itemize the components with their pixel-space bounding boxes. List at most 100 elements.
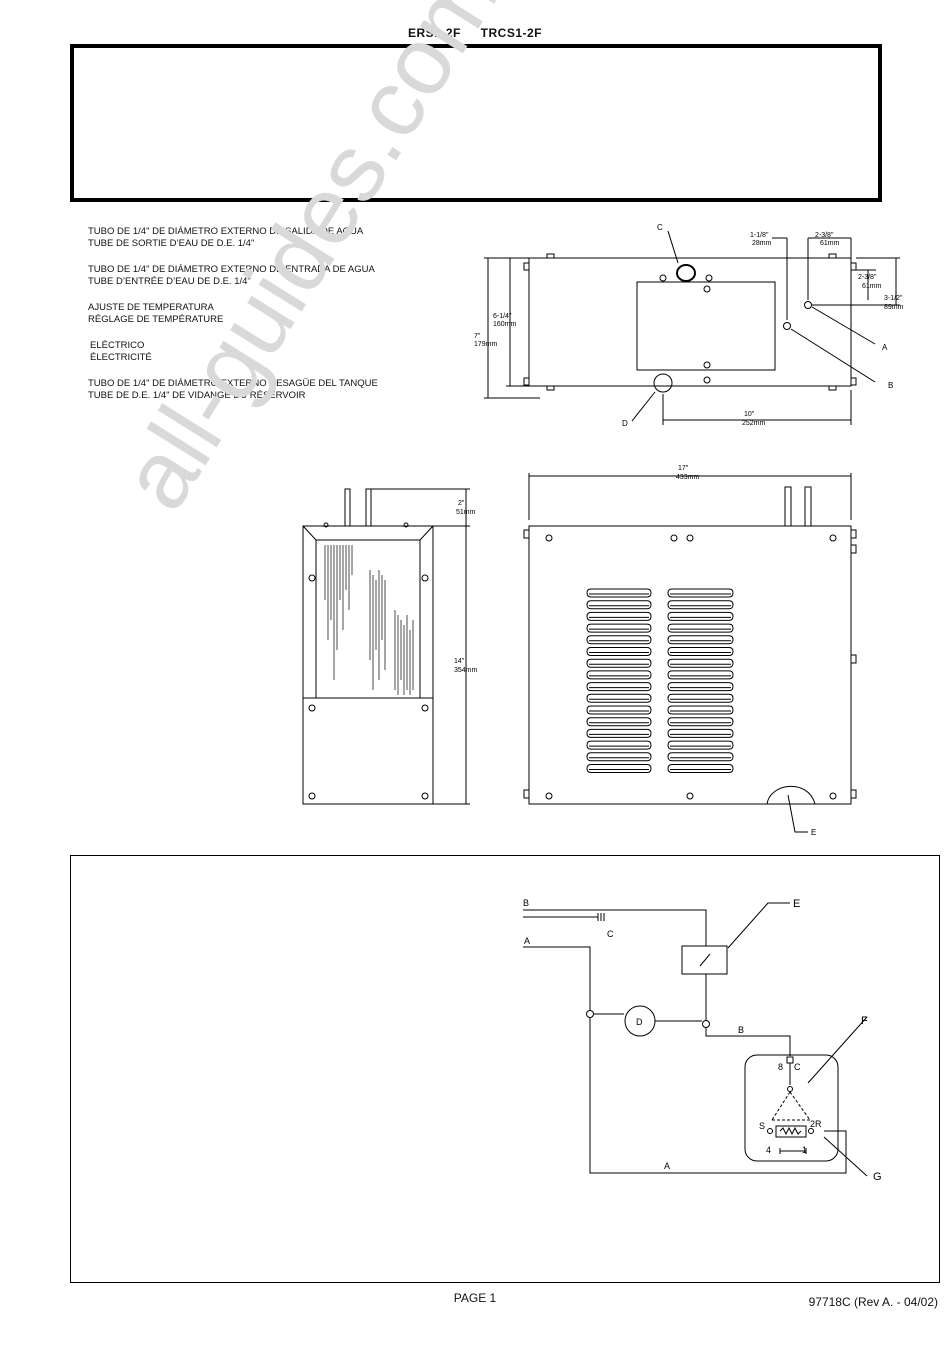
document-number: 97718C (Rev A. - 04/02) xyxy=(808,1295,938,1309)
legend-item-inlet: TUBO DE 1/4" DE DIÁMETRO EXTERNO DE ENTR… xyxy=(88,264,418,288)
louver-slat xyxy=(667,693,734,703)
legend-es: ELÉCTRICO xyxy=(90,340,145,351)
legend-item-drain: TUBO DE 1/4" DE DIÁMETRO EXTERNO DESAGÜE… xyxy=(88,378,418,402)
louver-slat xyxy=(667,647,734,656)
outlet-c-icon xyxy=(676,264,696,282)
louver-slat xyxy=(586,728,652,738)
label-d: D xyxy=(622,419,628,428)
dim-10: 10" xyxy=(744,411,755,418)
wire-label-b: B xyxy=(523,898,529,908)
louver-slat xyxy=(586,764,652,773)
label-f: F xyxy=(861,1015,868,1027)
dim-14: 14" xyxy=(454,658,465,665)
dim-1-1-8: 1-1/8" xyxy=(750,232,769,239)
label-c: C xyxy=(657,223,663,232)
louver-slat xyxy=(586,588,652,598)
label-g: G xyxy=(873,1171,882,1183)
louver-vents xyxy=(586,588,734,773)
dim-2-3-8-b: 2-3/8" xyxy=(858,274,877,281)
wire-label-a: A xyxy=(524,936,530,946)
terminal-8: 8 xyxy=(778,1062,783,1072)
louver-slat xyxy=(586,658,652,668)
dim-6-1-4: 6-1/4" xyxy=(493,313,512,320)
louver-slat xyxy=(667,705,734,715)
top-view-cabinet xyxy=(528,257,852,387)
legend-item-outlet: TUBO DE 1/4" DE DIÁMETRO EXTERNO DE SALI… xyxy=(88,226,418,250)
legend-es: TUBO DE 1/4" DE DIÁMETRO EXTERNO DESAGÜE… xyxy=(88,378,378,389)
louver-slat xyxy=(667,611,734,621)
dim-2: 2" xyxy=(458,500,465,507)
dim-354mm: 354mm xyxy=(454,667,478,674)
louver-slat xyxy=(586,740,652,750)
louver-slat xyxy=(667,764,734,773)
screw-icons xyxy=(659,274,713,384)
dim-160mm: 160mm xyxy=(493,321,517,328)
louver-slat xyxy=(667,623,734,633)
label-e: E xyxy=(793,898,800,910)
label-b: B xyxy=(888,381,893,390)
wiring-box xyxy=(70,855,940,1283)
dim-28mm: 28mm xyxy=(752,240,772,247)
terminal-1: 1 xyxy=(802,1145,807,1155)
louver-slat xyxy=(586,611,652,621)
switch-e xyxy=(681,945,728,975)
e-cover xyxy=(766,785,816,805)
label-d-motor: D xyxy=(636,1017,643,1027)
model-header: ERS1-2F TRCS1-2F xyxy=(0,26,950,40)
terminal-s: S xyxy=(759,1121,765,1131)
dim-3-1-2: 3-1/2" xyxy=(884,295,903,302)
wire-label-b2: B xyxy=(738,1025,744,1035)
louver-slat xyxy=(586,600,652,610)
louver-slat xyxy=(667,717,734,727)
parts-legend: TUBO DE 1/4" DE DIÁMETRO EXTERNO DE SALI… xyxy=(88,226,418,416)
front-screws xyxy=(545,534,837,800)
fitting-b-icon xyxy=(783,322,791,330)
louver-slat xyxy=(586,682,652,692)
dim-61mm-b: 61mm xyxy=(862,283,882,290)
terminal-c: C xyxy=(794,1062,801,1072)
louver-slat xyxy=(667,588,734,598)
dim-17: 17" xyxy=(678,465,689,472)
overload-g xyxy=(775,1125,807,1138)
legend-fr: TUBE DE SORTIE D’EAU DE D.E. 1/4" xyxy=(88,238,255,249)
louver-slat xyxy=(667,682,734,692)
legend-item-electric: ELÉCTRICO ÉLECTRICITÉ xyxy=(90,340,418,364)
dim-61mm: 61mm xyxy=(820,240,840,247)
drain-d-icon xyxy=(653,373,673,393)
legend-item-temperature: AJUSTE DE TEMPERATURA RÉGLAGE DE TEMPÉRA… xyxy=(88,302,418,326)
dim-433mm: 433mm xyxy=(676,474,700,481)
legend-fr: ÉLECTRICITÉ xyxy=(90,352,152,363)
compressor-f xyxy=(744,1054,839,1162)
louver-slat xyxy=(586,705,652,715)
louver-slat xyxy=(667,670,734,680)
model-ers: ERS1-2F xyxy=(407,26,461,40)
wire-label-a2: A xyxy=(664,1161,670,1171)
louver-slat xyxy=(586,693,652,703)
label-a: A xyxy=(882,343,888,352)
side-screws xyxy=(308,522,429,800)
wire-label-c: C xyxy=(607,929,614,939)
dim-2-3-8: 2-3/8" xyxy=(815,232,834,239)
front-view-cabinet xyxy=(528,525,852,805)
legend-fr: TUBE DE D.E. 1/4" DE VIDANGE DU RÉSERVOI… xyxy=(88,390,306,401)
model-trcs: TRCS1-2F xyxy=(480,26,543,40)
terminal-2r: 2R xyxy=(810,1119,822,1129)
terminal-4: 4 xyxy=(766,1145,771,1155)
louver-slat xyxy=(667,740,734,750)
legend-fr: TUBE D’ENTRÉE D’EAU DE D.E. 1/4" xyxy=(88,276,251,287)
louver-slat xyxy=(667,728,734,738)
top-view-panel xyxy=(636,281,776,371)
condenser-fins xyxy=(324,545,414,695)
label-e-front: E xyxy=(811,828,816,837)
fitting-a-icon xyxy=(804,301,812,309)
dim-7: 7" xyxy=(474,333,481,340)
page-number: PAGE 1 xyxy=(453,1291,497,1305)
louver-slat xyxy=(586,647,652,656)
louver-slat xyxy=(586,670,652,680)
legend-es: AJUSTE DE TEMPERATURA xyxy=(88,302,214,313)
dim-51mm: 51mm xyxy=(456,509,476,516)
louver-slat xyxy=(586,635,652,645)
dim-252mm: 252mm xyxy=(742,420,766,427)
